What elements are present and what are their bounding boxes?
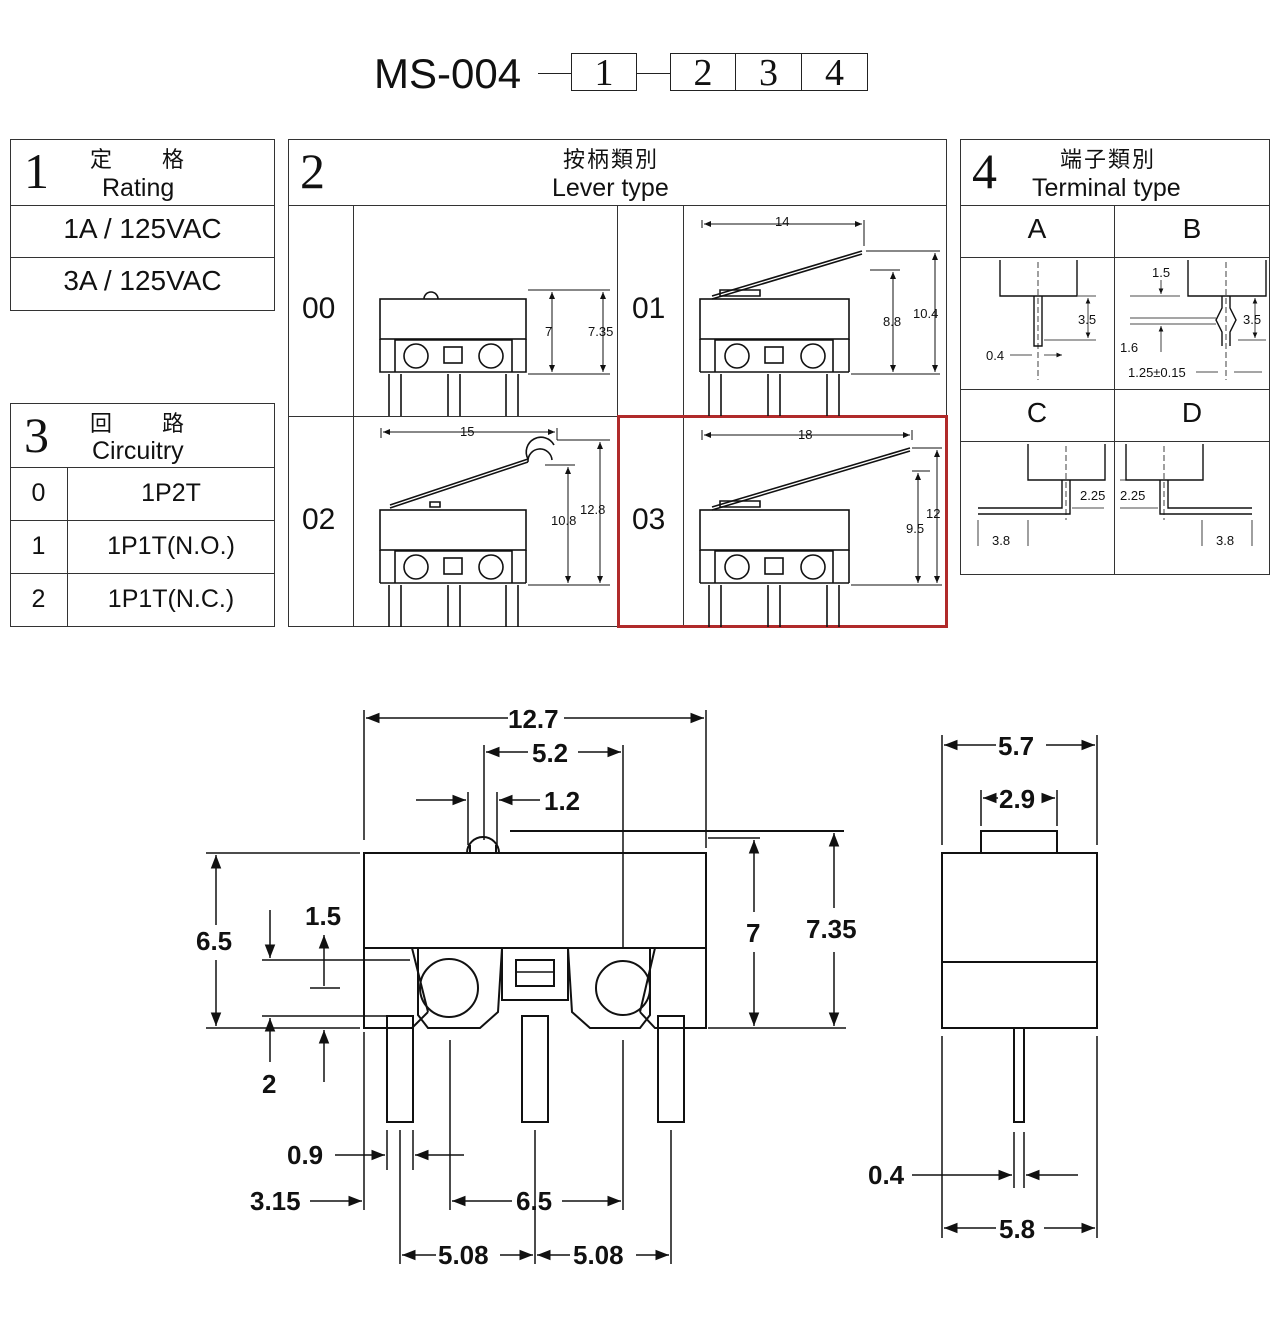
- divider: [683, 205, 684, 627]
- rating-row: 3A / 125VAC: [63, 265, 222, 296]
- circuitry-value: 1P1T(N.O.): [107, 532, 235, 560]
- circuitry-code: 1: [31, 532, 46, 560]
- dim-label: 12.8: [580, 502, 605, 517]
- terminal-section-number: 4: [972, 143, 997, 199]
- front-dimensions: [206, 710, 846, 1264]
- dim-label: 6.5: [196, 926, 232, 956]
- dim-label: 0.9: [287, 1140, 323, 1170]
- dim-label: 8.8: [883, 314, 901, 329]
- divider: [617, 205, 618, 627]
- dim-label: 1.2: [544, 786, 580, 816]
- side-dimensions: [912, 735, 1097, 1238]
- divider: [10, 467, 275, 468]
- dim-label: 0.4: [986, 348, 1004, 363]
- dim-label: 9.5: [906, 521, 924, 536]
- dim-label: 6.5: [516, 1186, 552, 1216]
- dim-label: 10.8: [551, 513, 576, 528]
- divider: [1114, 205, 1115, 575]
- dim-label: 7.35: [806, 914, 857, 944]
- divider: [10, 520, 275, 521]
- dim-label: 1.5: [305, 901, 341, 931]
- terminal-option: C: [1026, 397, 1048, 428]
- lever-en-label: Lever type: [552, 174, 669, 202]
- terminal-en-label: Terminal type: [1032, 174, 1181, 202]
- dim-label: 10.4: [913, 306, 938, 321]
- part-slot-1: 1: [571, 53, 637, 92]
- divider: [10, 257, 275, 258]
- dim-label: 1.5: [1152, 265, 1170, 280]
- terminal-table: [960, 139, 1270, 575]
- circuitry-code: 2: [31, 585, 46, 613]
- dim-label: 3.5: [1243, 312, 1261, 327]
- circuitry-en-label: Circuitry: [92, 437, 184, 465]
- switch-outline-02: [379, 428, 610, 627]
- rating-en-label: Rating: [102, 174, 175, 202]
- dim-label: 2.9: [999, 784, 1035, 814]
- dim-label: 15: [460, 424, 474, 439]
- dim-label: 7: [545, 324, 552, 339]
- dim-label: 18: [798, 427, 812, 442]
- divider: [10, 205, 275, 206]
- circuitry-section-number: 3: [24, 407, 49, 463]
- dim-label: 12.7: [508, 704, 559, 734]
- lever-section-number: 2: [300, 143, 325, 199]
- lever-code: 03: [632, 503, 666, 536]
- circuitry-value: 1P2T: [141, 479, 201, 507]
- switch-outline-00: [379, 289, 610, 416]
- switch-outline-01: [699, 220, 940, 416]
- dim-label: 2.25: [1080, 488, 1105, 503]
- divider: [67, 467, 68, 627]
- dim-label: 1.6: [1120, 340, 1138, 355]
- dim-label: 2.25: [1120, 488, 1145, 503]
- terminal-option: A: [1027, 213, 1047, 244]
- part-slot-4: 4: [801, 53, 868, 92]
- divider: [960, 257, 1270, 258]
- rating-row: 1A / 125VAC: [63, 213, 222, 244]
- divider: [353, 205, 354, 627]
- dim-label: 7.35: [588, 324, 613, 339]
- dim-label: 14: [775, 214, 789, 229]
- divider: [960, 389, 1270, 390]
- terminal-option: B: [1182, 213, 1202, 244]
- switch-outline-03: [699, 430, 942, 627]
- dim-label: 3.8: [992, 533, 1010, 548]
- rating-cn-label: 定 格: [90, 148, 187, 173]
- dim-label: 5.7: [998, 731, 1034, 761]
- divider: [960, 205, 1270, 206]
- dim-label: 5.08: [573, 1240, 624, 1270]
- dim-label: 3.8: [1216, 533, 1234, 548]
- circuitry-code: 0: [31, 479, 46, 507]
- dim-label: 0.4: [868, 1160, 905, 1190]
- terminal-cn-label: 端子類別: [1060, 148, 1157, 173]
- dim-label: 1.25±0.15: [1128, 365, 1186, 380]
- part-number-prefix: MS-004: [374, 50, 522, 97]
- dim-label: 5.2: [532, 738, 568, 768]
- dim-label: 3.5: [1078, 312, 1096, 327]
- lever-code: 00: [302, 292, 336, 325]
- lever-code: 02: [302, 503, 336, 536]
- circuitry-value: 1P1T(N.C.): [107, 585, 235, 613]
- lever-cn-label: 按柄類別: [563, 148, 660, 173]
- part-number-dash: [538, 73, 572, 74]
- dim-label: 7: [746, 918, 760, 948]
- rating-section-number: 1: [24, 143, 49, 199]
- dim-label: 5.08: [438, 1240, 489, 1270]
- divider: [960, 441, 1270, 442]
- dim-label: 3.15: [250, 1186, 301, 1216]
- lever-code: 01: [632, 292, 666, 325]
- front-view: [363, 830, 844, 1123]
- rating-table: [10, 139, 275, 311]
- side-view: [941, 830, 1098, 1123]
- terminal-option: D: [1181, 397, 1203, 428]
- circuitry-table: [10, 403, 275, 627]
- circuitry-cn-label: 回 路: [90, 412, 187, 437]
- dim-label: 5.8: [999, 1214, 1035, 1244]
- divider: [10, 573, 275, 574]
- dim-label: 2: [262, 1069, 276, 1099]
- part-number-dash: [637, 73, 671, 74]
- dim-label: 12: [926, 506, 940, 521]
